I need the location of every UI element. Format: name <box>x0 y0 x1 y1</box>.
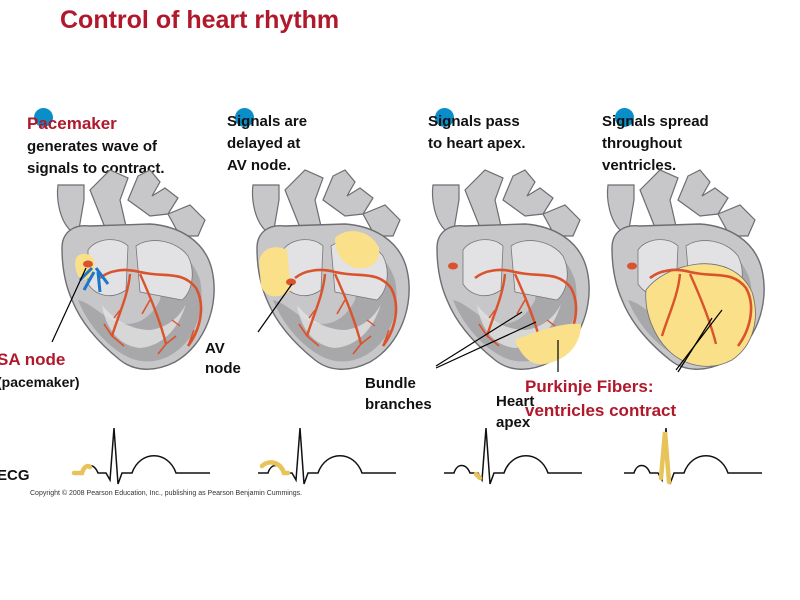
heart-illustration-2 <box>251 168 411 371</box>
step-marker-1 <box>34 108 53 127</box>
page-title: Control of heart rhythm <box>60 6 340 34</box>
caption-line: throughout <box>602 135 682 152</box>
step-caption-3: Signals pass to heart apex. <box>428 111 526 155</box>
bundle-branches-label-line-2: branches <box>365 396 432 413</box>
purkinje-label-line-2: ventricles contract <box>525 401 677 420</box>
leader-lines <box>51 267 723 373</box>
av-node-label-line-1: AV <box>205 340 225 357</box>
heart-apex-label-line-1: Heart <box>496 393 535 410</box>
pacemaker-term: Pacemaker <box>27 114 117 133</box>
ecg-traces <box>72 427 762 485</box>
caption-line: generates wave of <box>27 138 158 155</box>
caption-line: ventricles. <box>602 157 677 174</box>
ecg-highlights <box>71 431 672 485</box>
step-caption-1: Pacemaker generates wave of signals to c… <box>27 113 165 180</box>
step-marker-3 <box>435 108 454 127</box>
caption-line: Signals pass <box>428 113 520 130</box>
heart-apex-label-line-2: apex <box>496 414 531 431</box>
step-marker-4 <box>615 108 634 127</box>
copyright-notice: Copyright © 2008 Pearson Education, Inc.… <box>30 490 303 497</box>
sa-node-sublabel: (pacemaker) <box>0 374 80 390</box>
heart-illustration-1 <box>56 168 216 371</box>
caption-line: Signals spread <box>602 113 709 130</box>
heart-illustration-4 <box>606 168 766 371</box>
sa-node-label: SA node <box>0 350 66 369</box>
step-caption-2: Signals are delayed at AV node. <box>227 111 307 177</box>
caption-line: Signals are <box>227 113 308 130</box>
caption-line: signals to contract. <box>27 160 165 177</box>
step-caption-4: Signals spread throughout ventricles. <box>602 111 709 177</box>
purkinje-label-line-1: Purkinje Fibers: <box>525 377 654 396</box>
heart-illustration-3 <box>431 168 591 371</box>
caption-line: AV node. <box>227 157 291 174</box>
bundle-branches-label-line-1: Bundle <box>365 375 416 392</box>
av-node-label-line-2: node <box>205 360 241 377</box>
caption-line: delayed at <box>227 135 301 152</box>
ecg-label: ECG <box>0 467 30 484</box>
step-marker-2 <box>235 108 254 127</box>
caption-line: to heart apex. <box>428 135 526 152</box>
